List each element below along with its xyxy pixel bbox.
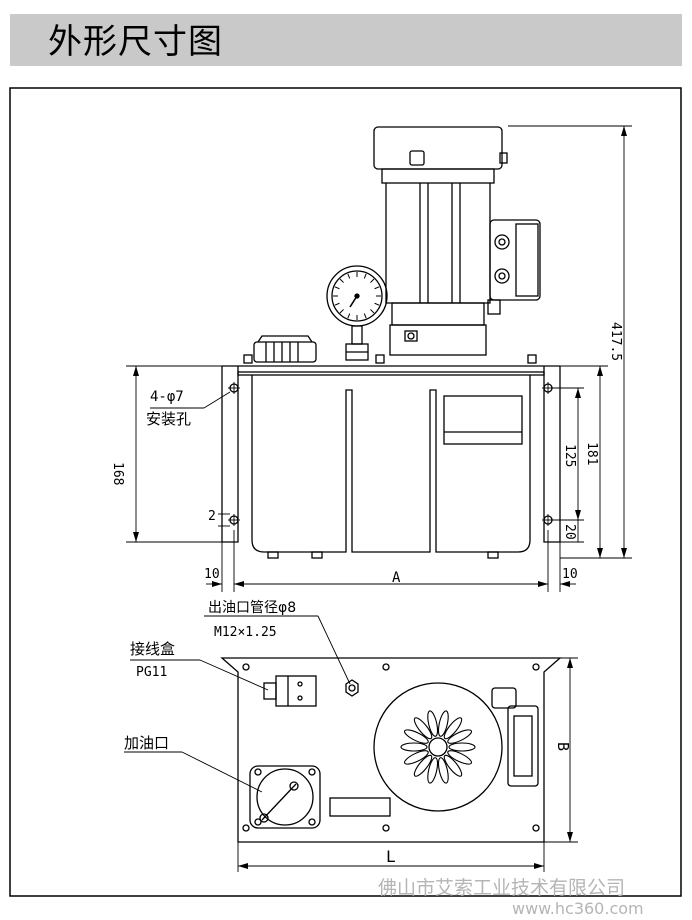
gauge-tick [370,278,375,283]
filler-cap-side [243,335,537,364]
dim-20: 20 [562,524,577,540]
dim-125: 125 [562,444,577,467]
gauge-tick [347,313,351,319]
outlet-thread-label: M12×1.25 [214,625,277,640]
fill-port-label: 加油口 [124,734,169,752]
motor [373,126,541,356]
gauge-tick [339,278,344,283]
top-dimensions [124,615,578,872]
page-title: 外形尺寸图 [48,22,223,62]
fan-blade [427,757,439,784]
junction-box-spec: PG11 [136,665,167,680]
fan-blade [400,742,428,752]
motor-fan-top [373,682,503,812]
gauge-tick [374,302,380,306]
fan-blade [443,717,463,740]
oil-tank [221,365,561,559]
dim-10-right: 10 [562,567,578,582]
fan-blade [403,729,429,744]
fan-blade [427,710,439,737]
fan-blade [447,750,473,765]
gauge-tick [339,309,344,314]
side-view [221,126,561,559]
top-view [220,657,562,843]
dim-168: 168 [110,462,125,485]
dim-10-left: 10 [204,567,220,582]
watermark-site: www.hc360.com [512,899,644,918]
fan-blade [403,750,429,765]
gauge-ticks [333,272,381,320]
title-bar [10,14,682,66]
gauge-tick [334,302,340,306]
junction-box-label: 接线盒 [130,640,175,658]
dim-L: L [386,847,396,866]
nameplate [329,797,391,817]
mounting-hole-label: 安装孔 [146,410,191,428]
dim-A: A [392,570,401,586]
outlet-label: 出油口管径φ8 [208,600,296,616]
pressure-gauge [326,265,388,361]
fan-blade [437,757,449,784]
gauge-tick [347,273,351,279]
gauge-tick [363,273,367,279]
dim-2: 2 [208,509,216,524]
gauge-tick [374,286,380,290]
fan-blade [437,710,449,737]
fan-blades [400,710,476,784]
dim-181: 181 [584,442,599,465]
junction-box [263,675,317,707]
gauge-tick [334,286,340,290]
fan-blade [413,754,433,777]
fan-blade [448,742,476,752]
gauge-tick [370,309,375,314]
outlet-fitting [345,679,359,697]
drawing-frame [9,87,682,897]
side-dimensions [126,125,632,592]
hole-spec-label: 4-φ7 [150,389,184,405]
dim-B: B [554,742,572,751]
side-arrows [133,126,627,587]
fan-blade [413,717,433,740]
fan-blade [447,729,473,744]
watermark-company: 佛山市艾索工业技术有限公司 [378,877,625,899]
dim-417-5: 417.5 [608,322,623,361]
gauge-tick [363,313,367,319]
top-arrows [238,658,573,869]
filler-cap-top [249,765,321,829]
fan-blade [443,754,463,777]
